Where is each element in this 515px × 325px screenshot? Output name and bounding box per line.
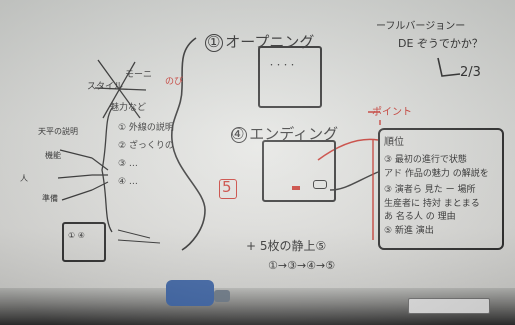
left-small-1: 天平の説明: [38, 127, 78, 136]
number-circle-4: [231, 127, 247, 143]
section-1-label: ① オープニング: [207, 33, 315, 51]
lower-left-box-text: ① ④: [68, 231, 85, 240]
opening-screen-box: [258, 46, 322, 108]
bottom-text: + 5枚の静上⑤: [246, 239, 327, 253]
left-center-main: スタイル: [87, 82, 124, 92]
top-right-title: ーフルバージョンー: [376, 21, 466, 32]
bottom-formula: ①→③→④→⑤: [268, 259, 336, 272]
right-list-item-1: ③ 最初の進行で状態: [384, 155, 467, 165]
right-list-item-3: ③ 演者ら 見た ー 場所: [384, 185, 476, 195]
mid-item-2: ② ざっくりの: [118, 141, 174, 151]
red-marker-dot: [292, 186, 300, 190]
left-small-2: 機能: [45, 151, 61, 160]
mid-item-3: ③ …: [118, 159, 138, 169]
mid-item-1: ① 外線の説明: [118, 123, 174, 133]
opening-box-text: ・・・・: [268, 61, 296, 69]
number-circle-1: [205, 34, 223, 52]
right-red-heading: ポイント: [372, 107, 412, 118]
section-4-label: ④ エンディング: [231, 125, 339, 143]
marker-box: [408, 298, 490, 314]
ending-inner-box: [313, 180, 327, 189]
left-center-sub: モーニ: [125, 70, 153, 80]
red-number-box: [219, 179, 237, 199]
left-small-4: 準備: [42, 194, 58, 203]
ending-screen-box: [262, 140, 336, 202]
right-list-item-5: あ 名る人 の 理由: [384, 212, 456, 222]
mid-label: 魅力など: [110, 103, 147, 113]
top-right-date: 2/3: [460, 65, 481, 80]
blue-eraser: [166, 280, 214, 306]
right-list-item-4: 生産者に 持対 まとまる: [384, 199, 480, 209]
right-list-box: [378, 128, 504, 250]
left-small-3: 人: [20, 174, 28, 183]
mid-item-4: ④ …: [118, 177, 138, 187]
right-list-header: 順位: [384, 137, 404, 148]
lower-left-box: [62, 222, 106, 262]
left-center-red: のび: [165, 77, 184, 87]
top-right-sub: DE ぞうでかか？: [398, 37, 483, 50]
center-number: 5: [222, 178, 232, 196]
right-list-item-6: ⑤ 新進 演出: [384, 226, 434, 236]
marker-pen: [214, 290, 230, 302]
right-list-item-2: アド 作品の魅力 の解説を: [384, 169, 489, 179]
